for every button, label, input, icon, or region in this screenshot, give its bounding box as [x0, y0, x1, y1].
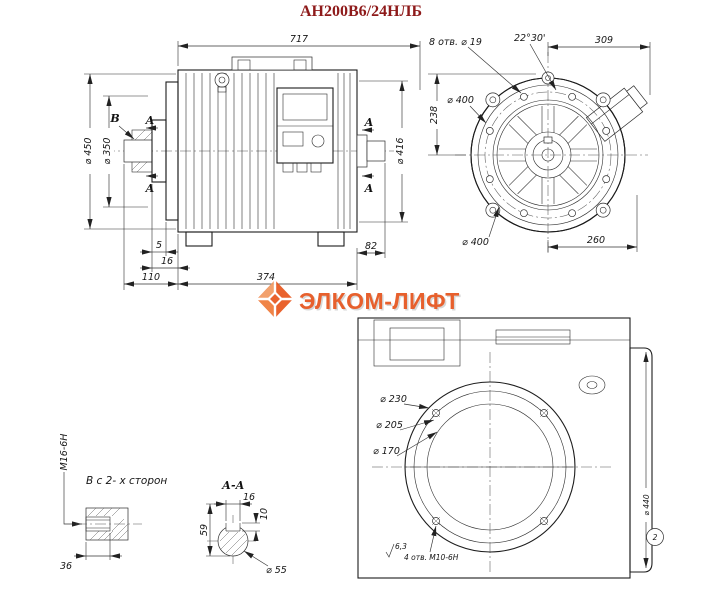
terminal-box-boss	[311, 134, 325, 148]
right-shaft-step	[356, 134, 368, 168]
eyebolt-hole	[218, 76, 226, 84]
dim-d205: ⌀ 205	[376, 420, 403, 431]
dim-717: 717	[290, 34, 308, 45]
terminal-box-side	[276, 87, 334, 164]
dim-16: 16	[161, 256, 173, 267]
fan-spokes	[499, 106, 597, 204]
gland-3	[310, 162, 322, 173]
roughness-value: 6,3	[395, 542, 407, 551]
foot-right	[317, 231, 345, 247]
dim-d416: ⌀ 416	[395, 138, 406, 165]
rear-eyebolt-hole	[586, 381, 598, 389]
dim-110: 110	[142, 272, 160, 283]
note-marker-2: 2	[653, 533, 658, 542]
rear-terminal-box	[373, 319, 461, 367]
elkom-logo-icon	[257, 280, 293, 318]
dim-d230: ⌀ 230	[380, 394, 407, 405]
gland-1	[282, 162, 294, 173]
dim-angle: 22°30'	[514, 33, 546, 44]
terminal-box-lid	[282, 93, 328, 121]
eyebolt	[214, 72, 230, 88]
detail-b-hatch	[87, 507, 129, 541]
bolt-circle	[484, 91, 612, 219]
top-pad-left	[237, 59, 251, 71]
roughness-symbol	[385, 543, 395, 558]
fan-ring	[496, 103, 600, 207]
note-marker-circle	[646, 528, 664, 546]
dim-d55: ⌀ 55	[266, 565, 287, 576]
watermark-text-shadow: ЭЛКОМ-ЛИФТ	[301, 290, 462, 316]
dim-bg	[82, 128, 95, 174]
keyway-cut	[226, 523, 240, 531]
dim-d400-top: ⌀ 400	[447, 95, 474, 106]
dim-5: 5	[156, 240, 162, 251]
front-flange-circle	[477, 84, 619, 226]
dim-260: 260	[587, 235, 605, 246]
foot-left	[185, 231, 213, 247]
dim-d440: ⌀ 440	[642, 494, 651, 515]
rear-eyebolt-boss	[578, 375, 606, 395]
section-mark-a4: А	[364, 182, 374, 195]
detail-b-label: В с 2- х сторон	[86, 475, 167, 487]
dim-d350: ⌀ 350	[102, 138, 113, 165]
dim-m16-thread: М16-6Н	[59, 434, 70, 471]
rear-terminal-lid	[389, 327, 445, 361]
right-shaft	[366, 140, 386, 162]
dim-238: 238	[429, 106, 440, 124]
dim-374: 374	[257, 272, 275, 283]
m10-holes	[431, 408, 549, 526]
dim-8-holes: 8 отв. ⌀ 19	[429, 37, 482, 48]
top-plate	[231, 56, 313, 71]
drawing-title: АН200В6/24НЛБ	[300, 3, 422, 20]
dim-59: 59	[199, 524, 210, 536]
dim-d400-bottom: ⌀ 400	[462, 237, 489, 248]
dim-36: 36	[60, 561, 72, 572]
section-mark-a1: А	[145, 114, 155, 127]
watermark-text: ЭЛКОМ-ЛИФТ	[299, 288, 460, 314]
flange-inner-circle	[492, 99, 604, 211]
dim-d170: ⌀ 170	[373, 446, 400, 457]
cooling-ribs	[185, 73, 351, 229]
dim-bg	[394, 128, 407, 174]
terminal-box-detail	[282, 131, 304, 147]
dim-82: 82	[365, 241, 377, 252]
dim-309: 309	[595, 35, 613, 46]
left-shaft	[123, 139, 153, 163]
flange-holes	[485, 92, 611, 218]
side-view: А А А А В 717 ⌀ 450 ⌀ 350 ⌀ 416	[82, 34, 421, 290]
watermark: ЭЛКОМ-ЛИФТ ЭЛКОМ-ЛИФТ	[257, 280, 461, 318]
keyway-front	[543, 136, 553, 144]
section-hatch	[219, 531, 248, 556]
section-mark-a2: А	[145, 182, 155, 195]
gland-2	[296, 162, 308, 173]
rear-flange-strip	[629, 347, 653, 573]
dim-16-keyway: 16	[243, 492, 255, 503]
section-aa: А-А 16 59 10 ⌀ 55	[199, 479, 287, 576]
center-hole	[541, 148, 555, 162]
eyebolt-stem	[217, 86, 227, 93]
section-aa-label: А-А	[221, 479, 245, 492]
dim-bg	[428, 101, 440, 129]
front-view: 8 отв. ⌀ 19 22°30' 309 ⌀ 400 238 ⌀ 400 2…	[428, 33, 651, 255]
section-mark-a3: А	[364, 116, 374, 129]
rear-view: ⌀ 230 ⌀ 205 ⌀ 170 6,3 4 отв. М10-6Н ⌀ 44…	[357, 317, 664, 579]
hub-circle	[524, 131, 572, 179]
dim-10: 10	[259, 508, 270, 520]
dim-d450: ⌀ 450	[83, 138, 94, 165]
detail-b: М16-6Н В с 2- х сторон 36	[59, 434, 167, 572]
detail-mark-b: В	[109, 112, 119, 125]
dim-bg	[101, 128, 114, 174]
dim-m10-holes: 4 отв. М10-6Н	[404, 553, 459, 562]
top-pad-right	[293, 59, 307, 71]
